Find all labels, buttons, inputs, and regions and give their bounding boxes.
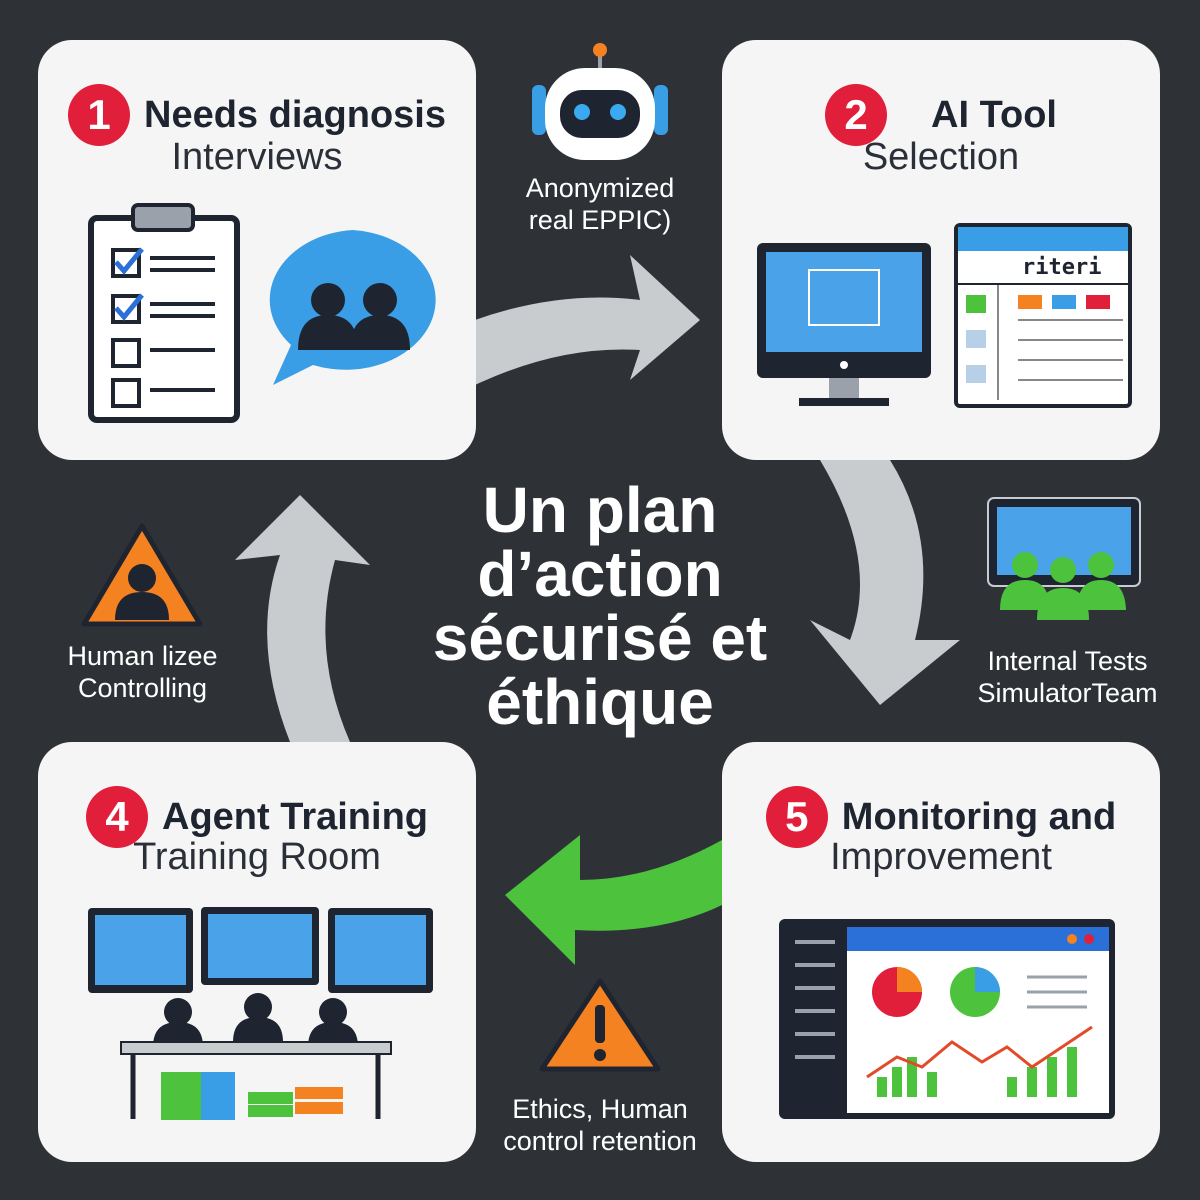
step-card-5: 5 Monitoring and Improvement xyxy=(722,742,1160,1162)
label-line: Anonymized xyxy=(525,173,675,203)
center-title-line: éthique xyxy=(486,666,714,738)
step-subtitle: Training Room xyxy=(133,836,381,878)
step-number: 2 xyxy=(825,84,888,146)
step-title: Needs diagnosis xyxy=(144,93,446,136)
training-room-icon xyxy=(88,907,433,1120)
criteria-label: riteri xyxy=(958,251,1128,285)
arrow-5-to-4 xyxy=(505,835,722,965)
step-number: 4 xyxy=(86,786,148,848)
label-line: Ethics, Human xyxy=(512,1094,688,1124)
dashboard-icon xyxy=(779,919,1115,1119)
criteria-header-bar xyxy=(958,227,1128,251)
center-title-line: sécurisé et xyxy=(432,602,768,674)
center-title-line: Un plan xyxy=(482,474,718,546)
label-line: Internal Tests xyxy=(987,646,1148,676)
step-title: Monitoring and xyxy=(841,795,1117,838)
label-line: Controlling xyxy=(77,673,208,703)
simulator-team-icon xyxy=(987,497,1141,620)
center-title: Un plan d’action sécurisé et éthique xyxy=(400,478,800,734)
step-number: 1 xyxy=(68,84,130,146)
step-subtitle: Improvement xyxy=(830,836,1052,878)
computer-monitor-icon xyxy=(757,243,931,406)
criteria-table: riteri xyxy=(954,223,1132,408)
step-subtitle: Selection xyxy=(862,136,1020,178)
label-line: Human lizee xyxy=(67,641,218,671)
step-card-1: 1 Needs diagnosis Interviews xyxy=(38,40,476,460)
clipboard-checklist-icon xyxy=(88,203,240,423)
step-card-2: 2 AI Tool Selection riteri xyxy=(722,40,1160,460)
arrow-1-to-2 xyxy=(475,255,700,385)
label-line: SimulatorTeam xyxy=(977,678,1158,708)
step-title: Agent Training xyxy=(162,795,428,838)
step-title: AI Tool xyxy=(931,93,1057,136)
robot-icon xyxy=(532,43,668,160)
label-line: control retention xyxy=(503,1126,697,1156)
step-subtitle: Interviews xyxy=(171,136,343,178)
warning-icon xyxy=(539,978,661,1072)
center-title-line: d’action xyxy=(477,538,723,610)
arrow-4-to-1 xyxy=(235,495,370,742)
chat-people-icon xyxy=(269,230,436,385)
step-number: 5 xyxy=(765,786,828,848)
warning-person-icon xyxy=(81,523,203,627)
arrow-2-to-5 xyxy=(810,460,960,705)
label-line: real EPPIC) xyxy=(528,205,672,235)
step-card-4: 4 Agent Training Training Room xyxy=(38,742,476,1162)
